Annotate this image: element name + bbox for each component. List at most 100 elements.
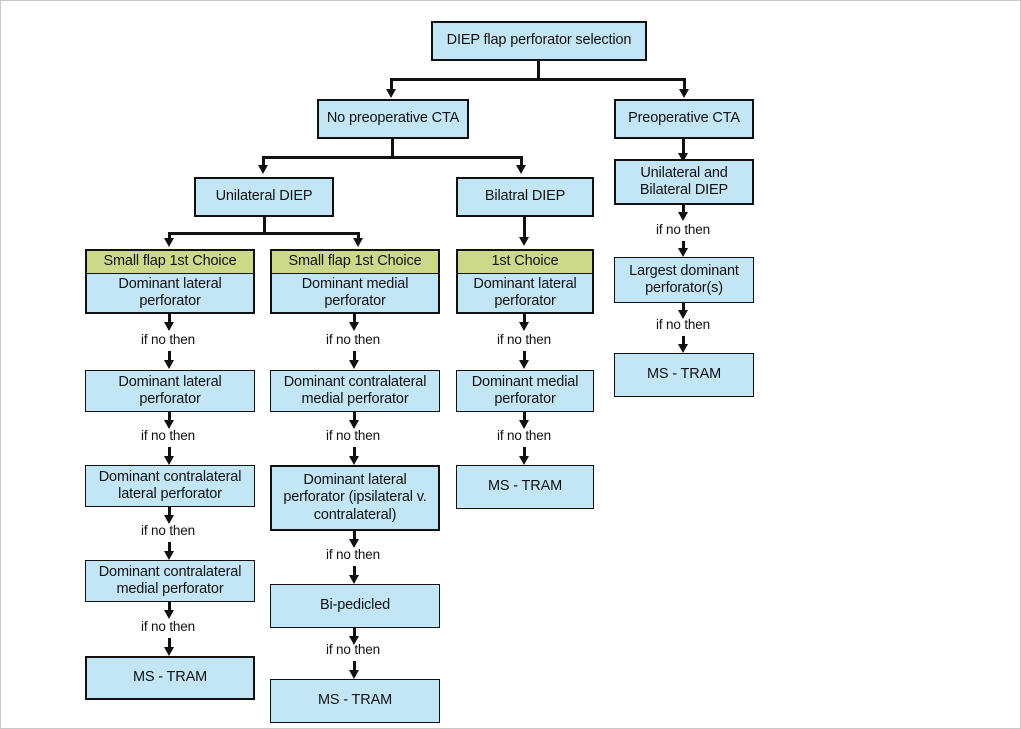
connector-c3-s2: [523, 412, 526, 422]
node-col4-step1-label: Unilateral and Bilateral DIEP: [639, 164, 729, 198]
condition-c1-3: if no then: [140, 523, 196, 538]
node-col2-step4-label: Bi-pedicled: [319, 597, 391, 614]
node-col1-mstram: MS - TRAM: [85, 656, 255, 700]
node-col3-mstram-label: MS - TRAM: [487, 478, 563, 495]
connector-c3-s2b: [523, 447, 526, 459]
connector-c4-s1b: [682, 241, 685, 251]
node-col1-step3: Dominant contralateral lateral perforato…: [85, 465, 255, 507]
condition-c2-4: if no then: [325, 642, 381, 657]
connector-unilateral-right-drop: [357, 232, 360, 241]
arrowhead-c2-s4b: [349, 670, 359, 679]
arrowhead-c4-s2: [678, 310, 688, 319]
condition-c2-2: if no then: [325, 428, 381, 443]
node-col2-step4: Bi-pedicled: [270, 584, 440, 628]
arrowhead-c1-s4b: [164, 647, 174, 656]
condition-c2-3: if no then: [325, 547, 381, 562]
condition-c1-2: if no then: [140, 428, 196, 443]
condition-c2-1: if no then: [325, 332, 381, 347]
arrowhead-c3-s2: [519, 420, 529, 429]
node-bilateral-diep: Bilatral DIEP: [456, 177, 594, 217]
connector-c1-s4b: [168, 638, 171, 650]
condition-c1-4: if no then: [140, 619, 196, 634]
node-col4-mstram: MS - TRAM: [614, 353, 754, 397]
connector-c1-s2b: [168, 447, 171, 459]
arrowhead-c1-s2b: [164, 456, 174, 465]
connector-nocta-stem: [391, 139, 394, 158]
node-col1-header: Small flap 1st Choice: [87, 251, 253, 274]
node-col4-mstram-label: MS - TRAM: [646, 366, 722, 383]
arrowhead-c2-s2b: [349, 456, 359, 465]
arrowhead-col4-first: [678, 153, 688, 162]
connector-nocta-right-drop: [520, 156, 523, 168]
node-col2-mstram-label: MS - TRAM: [317, 692, 393, 709]
connector-c1-s4: [168, 602, 171, 612]
condition-c4-1: if no then: [655, 222, 711, 237]
node-col2-first-choice: Small flap 1st Choice Dominant medial pe…: [270, 249, 440, 314]
connector-c2-s4b: [353, 661, 356, 673]
node-col3-step2: Dominant medial perforator: [456, 370, 594, 412]
node-col4-step1: Unilateral and Bilateral DIEP: [614, 159, 754, 205]
arrowhead-c1-s3: [164, 515, 174, 524]
connector-c3-s1: [523, 314, 526, 324]
node-col1-body: Dominant lateral perforator: [87, 274, 253, 312]
node-col1-body-label: Dominant lateral perforator: [118, 275, 222, 309]
node-col2-step2: Dominant contralateral medial perforator: [270, 370, 440, 412]
condition-c4-2: if no then: [655, 317, 711, 332]
arrowhead-c1-s1b: [164, 360, 174, 369]
connector-c4-s1: [682, 205, 685, 214]
connector-bilateral-stem: [523, 217, 526, 239]
node-col1-step4-label: Dominant contralateral medial perforator: [98, 563, 242, 597]
node-col2-header-label: Small flap 1st Choice: [288, 253, 422, 270]
arrowhead-cta: [679, 89, 689, 98]
arrowhead-c4-s1: [678, 212, 688, 221]
arrowhead-col2: [353, 238, 363, 247]
connector-c2-s1: [353, 314, 356, 324]
connector-c1-s3b: [168, 542, 171, 554]
arrowhead-unilateral: [258, 165, 268, 174]
node-col2-body-label: Dominant medial perforator: [301, 275, 409, 309]
node-col3-step2-label: Dominant medial perforator: [471, 373, 579, 407]
node-col3-header: 1st Choice: [458, 251, 592, 274]
node-col1-step4: Dominant contralateral medial perforator: [85, 560, 255, 602]
connector-root-stem: [537, 61, 540, 80]
arrowhead-c1-s3b: [164, 551, 174, 560]
arrowhead-c2-s2: [349, 420, 359, 429]
node-unilateral-diep-label: Unilateral DIEP: [215, 188, 313, 205]
node-col4-step2-label: Largest dominant perforator(s): [629, 262, 739, 296]
node-root-label: DIEP flap perforator selection: [446, 32, 632, 49]
node-unilateral-diep: Unilateral DIEP: [194, 177, 334, 217]
node-bilateral-diep-label: Bilatral DIEP: [484, 188, 566, 205]
connector-unilateral-left-drop: [168, 232, 171, 241]
connector-c2-s2: [353, 412, 356, 422]
connector-c4-s2b: [682, 336, 685, 347]
arrowhead-no-cta: [386, 89, 396, 98]
node-col2-step2-label: Dominant contralateral medial perforator: [283, 373, 427, 407]
arrowhead-c2-s1b: [349, 360, 359, 369]
condition-c3-1: if no then: [496, 332, 552, 347]
node-col3-mstram: MS - TRAM: [456, 465, 594, 509]
connector-root-right-drop: [683, 78, 686, 92]
node-col1-step3-label: Dominant contralateral lateral perforato…: [98, 468, 242, 502]
arrowhead-c1-s2: [164, 420, 174, 429]
node-col1-step2-label: Dominant lateral perforator: [118, 373, 222, 407]
connector-c1-s1b: [168, 351, 171, 363]
arrowhead-col3: [519, 237, 529, 246]
connector-c1-s1: [168, 314, 171, 324]
node-col2-body: Dominant medial perforator: [272, 274, 438, 312]
connector-c2-s4: [353, 628, 356, 638]
connector-c2-s1b: [353, 351, 356, 363]
connector-c1-s3: [168, 507, 171, 517]
connector-c2-s2b: [353, 447, 356, 459]
node-col1-step2: Dominant lateral perforator: [85, 370, 255, 412]
arrowhead-c2-s1: [349, 322, 359, 331]
arrowhead-col1: [164, 238, 174, 247]
node-col2-step3: Dominant lateral perforator (ipsilateral…: [270, 465, 440, 531]
connector-cta-stem: [682, 139, 685, 155]
node-col3-first-choice: 1st Choice Dominant lateral perforator: [456, 249, 594, 314]
arrowhead-c3-s1: [519, 322, 529, 331]
arrowhead-c4-s1b: [678, 248, 688, 257]
node-preoperative-cta: Preoperative CTA: [614, 99, 754, 139]
arrowhead-c2-s3b: [349, 575, 359, 584]
arrowhead-c4-s2b: [678, 344, 688, 353]
condition-c3-2: if no then: [496, 428, 552, 443]
